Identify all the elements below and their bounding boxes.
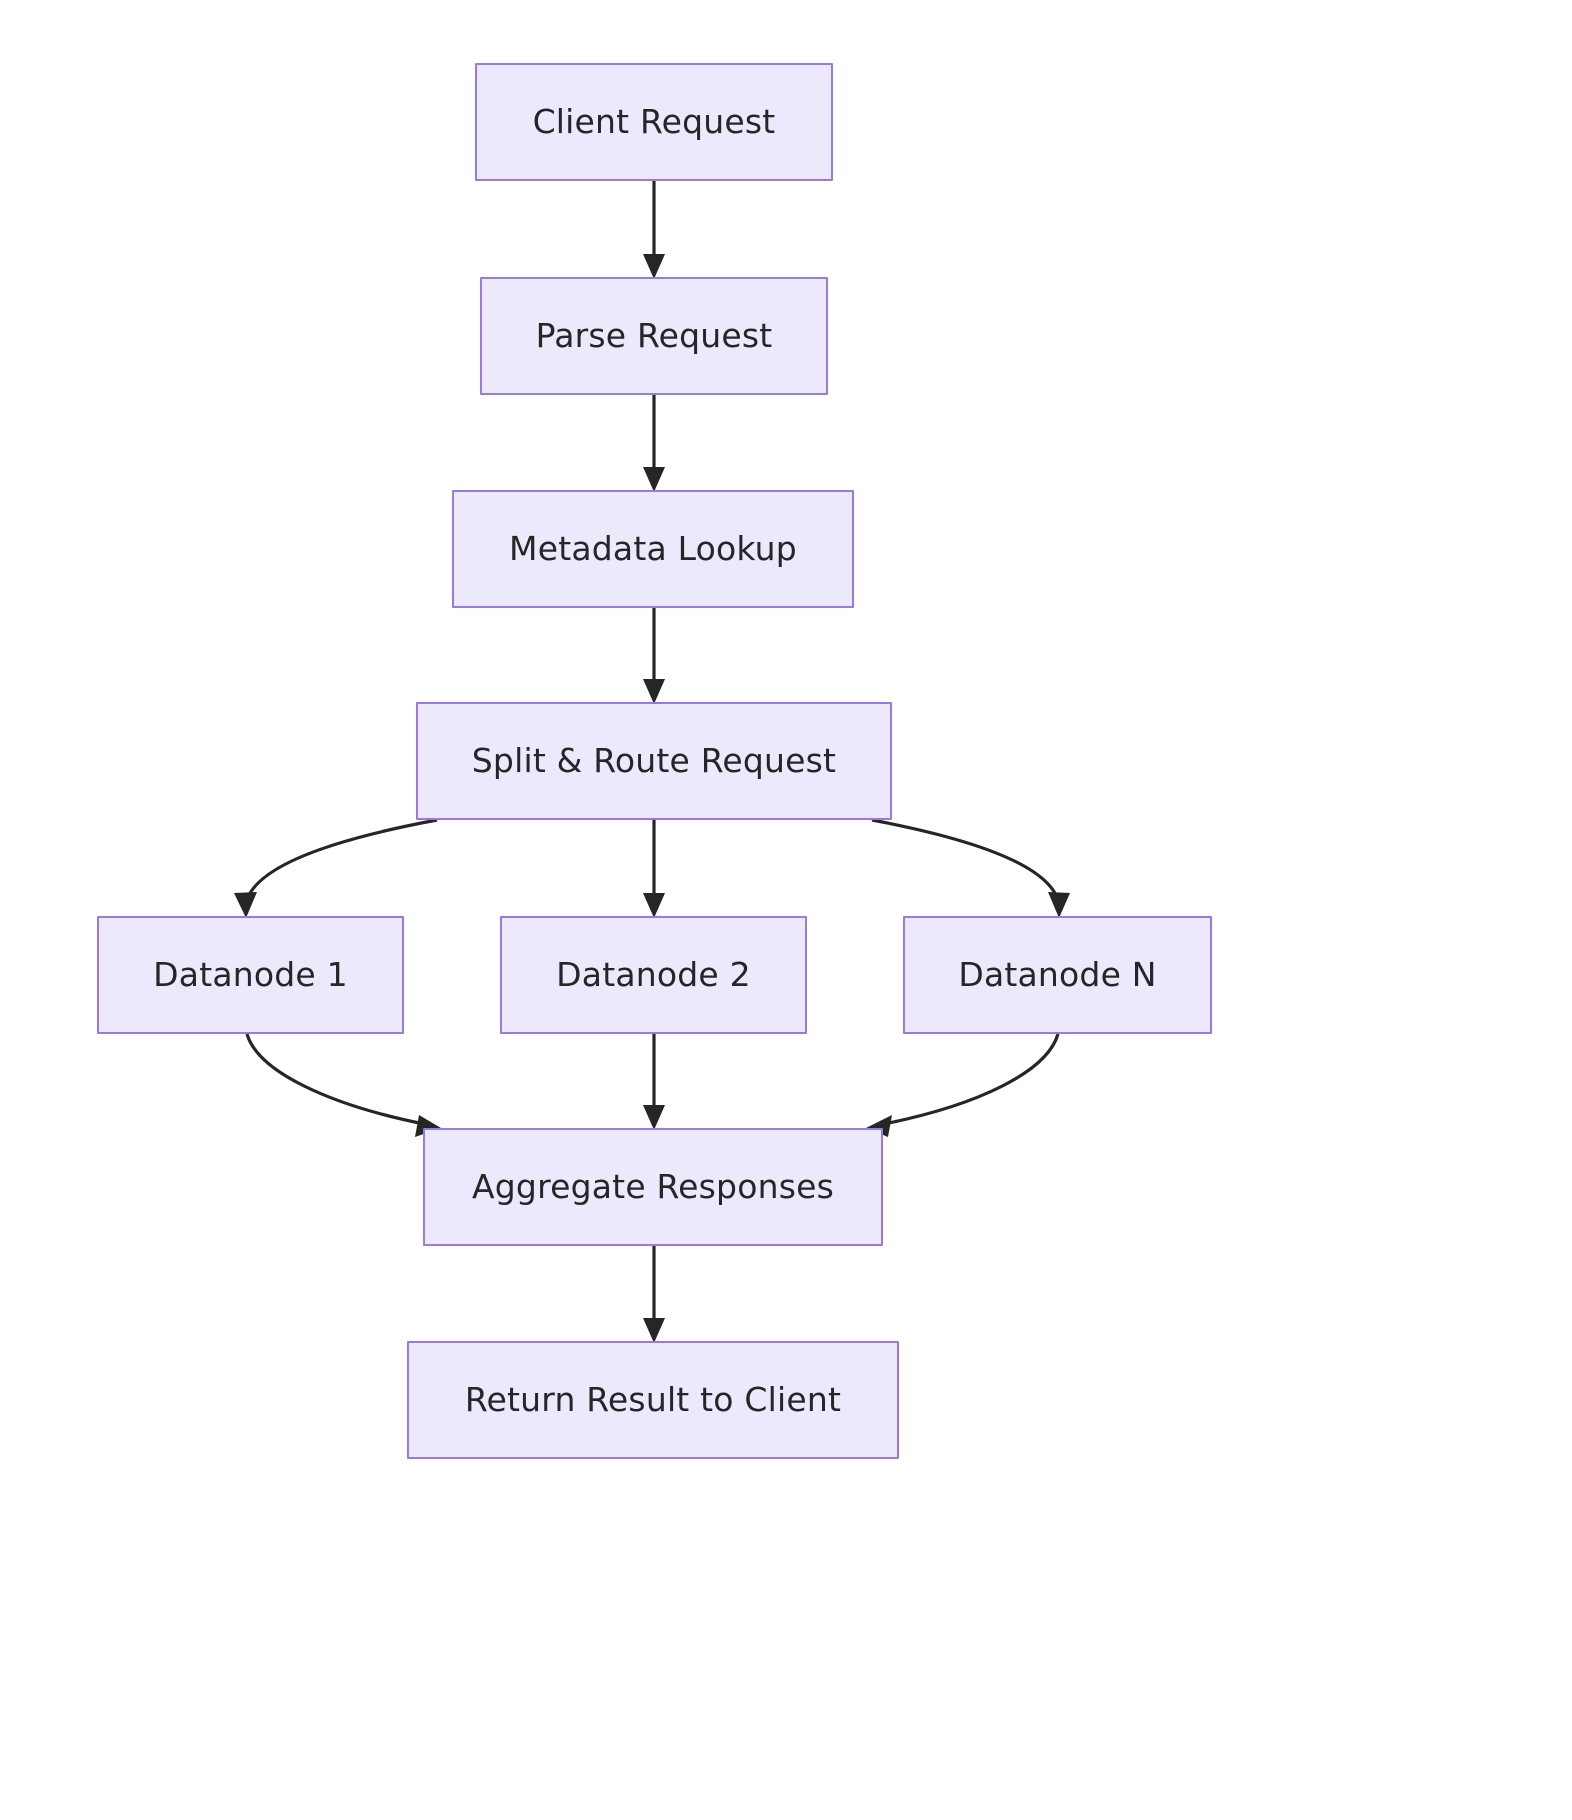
edge-datanode-n-to-aggregate [866,1033,1060,1137]
edge-aggregate-to-return-result [643,1246,665,1343]
edge-client-request-to-parse-request [643,181,665,279]
edge-datanode-2-to-aggregate [643,1034,665,1130]
node-datanode-2[interactable]: Datanode 2 [500,916,807,1034]
node-parse-request[interactable]: Parse Request [480,277,828,395]
edge-parse-request-to-metadata-lookup [643,395,665,492]
node-datanode-n[interactable]: Datanode N [903,916,1212,1034]
edge-metadata-lookup-to-split-route [643,608,665,704]
edge-split-route-to-datanode-n [871,818,1070,918]
node-metadata-lookup[interactable]: Metadata Lookup [452,490,854,608]
edge-datanode-1-to-aggregate [245,1033,441,1137]
node-aggregate-responses[interactable]: Aggregate Responses [423,1128,883,1246]
node-client-request[interactable]: Client Request [475,63,833,181]
edge-split-route-to-datanode-1 [234,818,438,918]
node-return-result-to-client[interactable]: Return Result to Client [407,1341,899,1459]
edge-split-route-to-datanode-2 [643,820,665,918]
node-split-route-request[interactable]: Split & Route Request [416,702,892,820]
node-datanode-1[interactable]: Datanode 1 [97,916,404,1034]
